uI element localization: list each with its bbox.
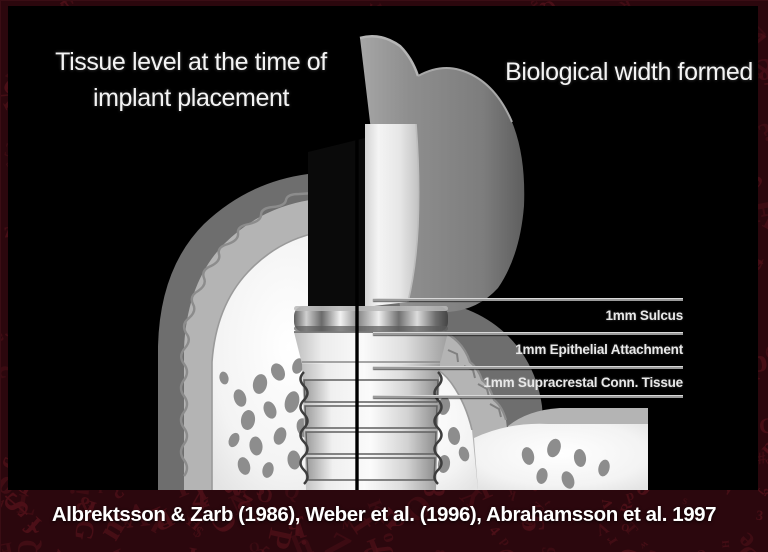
title-left: Tissue level at the time of implant plac… <box>55 48 327 113</box>
trabecular-pattern-left <box>219 353 344 478</box>
measure-line-sulcus-bottom <box>373 332 683 335</box>
measure-line-sulcus-top <box>373 298 683 301</box>
background-letter-glyph: M <box>92 541 132 552</box>
measure-line-supracrestal-bottom <box>373 395 683 398</box>
title-right: Biological width formed <box>505 58 753 86</box>
citation-text: Albrektsson & Zarb (1986), Weber et al. … <box>51 503 717 526</box>
crown-and-abutment <box>308 35 525 312</box>
background-letter-glyph: G <box>757 411 768 439</box>
annotation-label-supracrestal-connective-tissue: 1mm Supracrestal Conn. Tissue <box>483 375 683 390</box>
background-letter-glyph: O <box>493 542 519 552</box>
background-letter-glyph: U <box>696 546 707 552</box>
background-letter-glyph: Q <box>12 539 44 552</box>
measure-line-epithelial-bottom <box>373 366 683 369</box>
content-panel: Tissue level at the time of implant plac… <box>8 6 758 490</box>
annotation-label-sulcus: 1mm Sulcus <box>605 308 683 323</box>
annotation-label-epithelial-attachment: 1mm Epithelial Attachment <box>515 342 683 357</box>
implant-collar <box>294 306 448 364</box>
background-letter-glyph: C <box>612 541 643 552</box>
background-letter-glyph: f <box>184 541 199 552</box>
background-letter-glyph: 6 <box>537 545 561 552</box>
implant-cross-section-illustration <box>158 6 648 490</box>
background-letter-glyph: v <box>41 540 77 552</box>
background-letter-glyph: O <box>247 538 261 552</box>
trabecular-pattern-far-right <box>521 438 610 489</box>
